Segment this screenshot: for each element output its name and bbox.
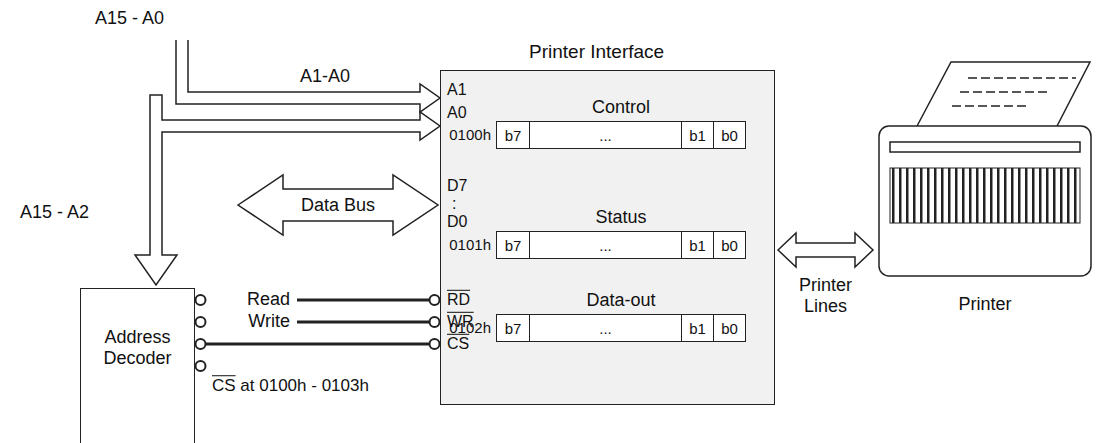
printer-figure: Printer [876, 58, 1094, 326]
paper-slot [890, 142, 1080, 152]
decoder-output-bubble [196, 295, 206, 305]
printer-grille [890, 168, 1080, 223]
pin-name: RD [447, 291, 470, 309]
bus-name: Data Bus [301, 195, 375, 216]
register-name: Control [592, 97, 650, 118]
bit-name: b1 [689, 320, 706, 337]
register-box: Control0100hb7...b1b0 [496, 121, 746, 149]
decoder-output-bubble [196, 317, 206, 327]
bit-name: ... [599, 320, 612, 337]
pin-name: D0 [447, 213, 467, 231]
interface-box: Printer InterfaceControl0100hb7...b1b0St… [440, 70, 775, 405]
printed-line [952, 105, 1026, 107]
bit-name: b0 [721, 320, 738, 337]
register-name: Data-out [586, 290, 655, 311]
address-bus [176, 40, 440, 112]
decoder-box: Address Decoder [80, 288, 195, 443]
note-text: at 0100h - 0103h [236, 376, 369, 395]
register-name: Status [595, 207, 646, 228]
pin-name: CS [447, 335, 469, 353]
pin-name: WR [447, 313, 474, 331]
paper-sheet [916, 62, 1090, 128]
chip-select-wire [205, 343, 430, 346]
read-wire [297, 299, 429, 302]
address-bus-branch [135, 95, 440, 285]
register-address: 0100h [449, 126, 491, 143]
pin-name: A1 [447, 81, 467, 99]
bit-cell: ... [529, 315, 681, 341]
write-wire [297, 321, 429, 324]
box-label: Address Decoder [89, 327, 186, 368]
register-address: 0101h [449, 236, 491, 253]
active-low-bubble [430, 317, 440, 327]
printed-line [968, 77, 1076, 79]
decoder-note: CS at 0100h - 0103h [212, 376, 369, 396]
bit-name: ... [599, 237, 612, 254]
pin-name: D7 [447, 177, 467, 195]
printer-illustration [876, 58, 1094, 283]
box-heading: Printer Interface [529, 41, 664, 63]
signal-name: Write [248, 311, 290, 332]
active-low-bubble [430, 339, 440, 349]
figure-label: Printer [958, 294, 1011, 315]
bit-cell: b0 [713, 122, 745, 148]
bus-name: A15 - A0 [95, 8, 164, 29]
active-low-bubble [430, 295, 440, 305]
bit-cell: ... [529, 122, 681, 148]
printed-line [960, 91, 1048, 93]
printer-body [879, 126, 1091, 276]
bit-name: b7 [505, 320, 522, 337]
bit-cell: ... [529, 232, 681, 258]
bit-cell: b0 [713, 232, 745, 258]
pin-name: A0 [447, 104, 467, 122]
bit-name: b1 [689, 127, 706, 144]
bit-cell: b1 [681, 122, 713, 148]
bus-name: A1-A0 [300, 66, 350, 87]
bit-name: b7 [505, 127, 522, 144]
bus-name: A15 - A2 [20, 202, 89, 223]
bit-cell: b0 [713, 315, 745, 341]
decoder-output-bubble [196, 361, 206, 371]
pin-name: : [452, 195, 456, 213]
bit-name: ... [599, 127, 612, 144]
bit-cell: b1 [681, 315, 713, 341]
data-bus-arrow [238, 175, 438, 235]
bit-cell: b7 [497, 315, 529, 341]
bit-cell: b7 [497, 232, 529, 258]
connector-label: Printer Lines [781, 275, 870, 316]
signal-name: CS [212, 376, 236, 395]
register-box: Data-out0102hb7...b1b0 [496, 314, 746, 342]
register-box: Status0101hb7...b1b0 [496, 231, 746, 259]
bit-name: b0 [721, 237, 738, 254]
decoder-output-bubble [196, 339, 206, 349]
signal-name: Read [247, 289, 290, 310]
bus-arrow [778, 233, 873, 267]
bit-name: b1 [689, 237, 706, 254]
bit-cell: b1 [681, 232, 713, 258]
bit-name: b0 [721, 127, 738, 144]
bit-cell: b7 [497, 122, 529, 148]
bit-name: b7 [505, 237, 522, 254]
